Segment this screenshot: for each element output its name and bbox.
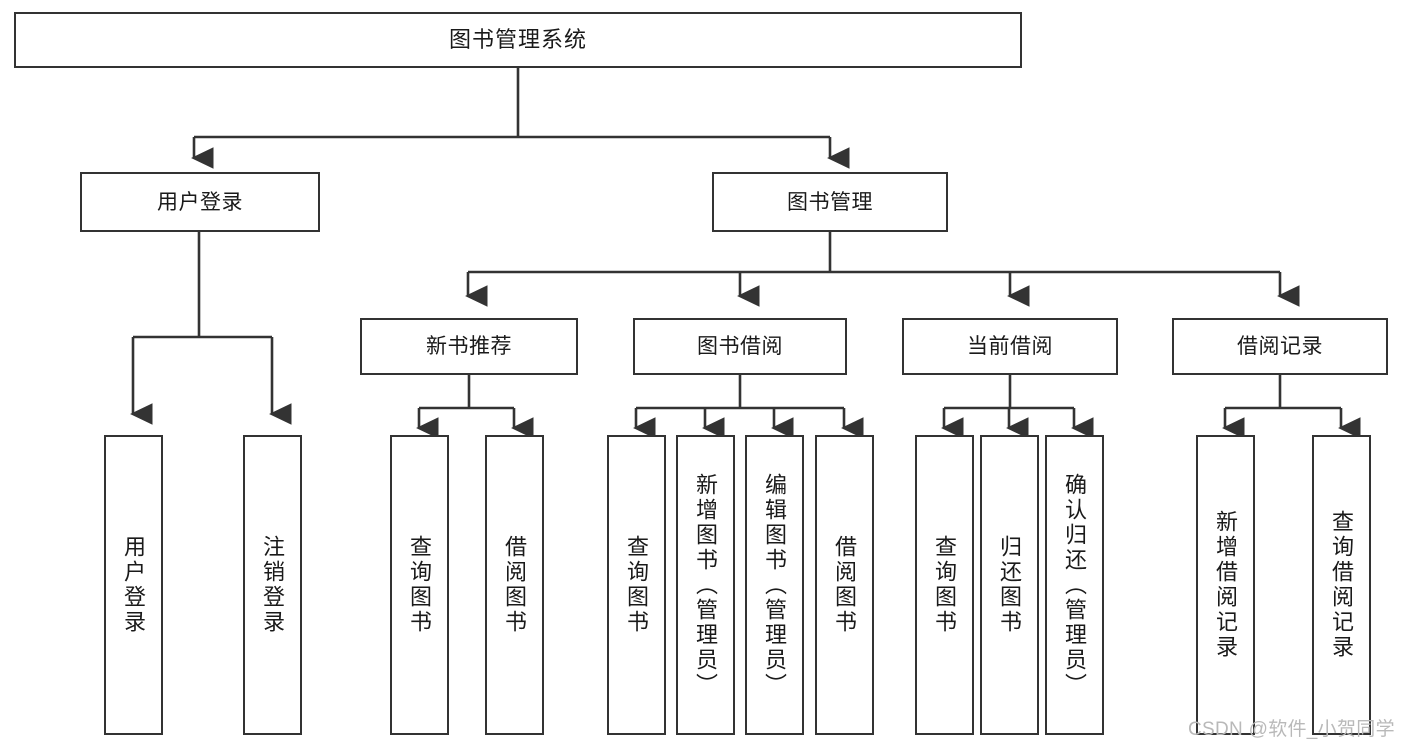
leaf-query-borrow-record[interactable]: 查询借阅记录 (1312, 435, 1371, 735)
leaf-borrow-book[interactable]: 借阅图书 (815, 435, 874, 735)
node-label: 用户登录 (157, 190, 243, 214)
leaf-edit-book[interactable]: 编辑图书（管理员） (745, 435, 804, 735)
node-label: 图书管理 (787, 190, 873, 214)
leaf-return-book[interactable]: 归还图书 (980, 435, 1039, 735)
node-label: 用户登录 (121, 535, 147, 635)
leaf-add-book[interactable]: 新增图书（管理员） (676, 435, 735, 735)
leaf-add-borrow-record[interactable]: 新增借阅记录 (1196, 435, 1255, 735)
node-label: 借阅图书 (832, 535, 858, 635)
node-label: 确认归还（管理员） (1062, 472, 1088, 698)
node-label: 查询图书 (407, 535, 433, 635)
leaf-confirm-return[interactable]: 确认归还（管理员） (1045, 435, 1104, 735)
node-borrow-record[interactable]: 借阅记录 (1172, 318, 1388, 375)
node-label: 编辑图书（管理员） (762, 472, 788, 698)
node-label: 图书借阅 (697, 335, 783, 358)
node-label: 查询图书 (624, 535, 650, 635)
node-user-login[interactable]: 用户登录 (80, 172, 320, 232)
node-label: 当前借阅 (967, 335, 1053, 358)
leaf-query-book-current[interactable]: 查询图书 (915, 435, 974, 735)
leaf-query-book-recommend[interactable]: 查询图书 (390, 435, 449, 735)
node-label: 新增图书（管理员） (693, 472, 719, 698)
node-root-system[interactable]: 图书管理系统 (14, 12, 1022, 68)
node-label: 图书管理系统 (448, 27, 587, 52)
node-new-book-recommend[interactable]: 新书推荐 (360, 318, 578, 375)
leaf-user-login[interactable]: 用户登录 (104, 435, 163, 735)
node-label: 查询借阅记录 (1329, 510, 1355, 660)
node-current-borrow[interactable]: 当前借阅 (902, 318, 1118, 375)
node-label: 归还图书 (997, 535, 1023, 635)
watermark: CSDN @软件_小贺同学 (1188, 719, 1395, 740)
leaf-query-book-borrow[interactable]: 查询图书 (607, 435, 666, 735)
node-label: 注销登录 (260, 535, 286, 635)
node-label: 新书推荐 (426, 335, 512, 358)
node-label: 新增借阅记录 (1213, 510, 1239, 660)
leaf-borrow-book-recommend[interactable]: 借阅图书 (485, 435, 544, 735)
node-book-manage[interactable]: 图书管理 (712, 172, 948, 232)
node-label: 借阅图书 (502, 535, 528, 635)
node-label: 借阅记录 (1237, 335, 1323, 358)
node-label: 查询图书 (932, 535, 958, 635)
leaf-user-logout[interactable]: 注销登录 (243, 435, 302, 735)
node-book-borrow[interactable]: 图书借阅 (633, 318, 847, 375)
